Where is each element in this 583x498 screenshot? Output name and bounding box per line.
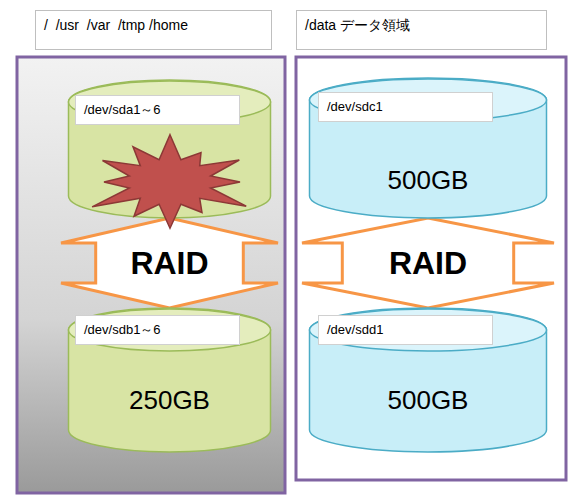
device-name: /dev/sdb1～6 <box>75 315 240 345</box>
disk-size: 500GB <box>308 385 548 415</box>
mount-text: /data データ領域 <box>305 16 538 34</box>
failure-burst <box>92 135 246 229</box>
device-name: /dev/sdd1 <box>318 315 493 345</box>
mount-label-box: / /usr /var /tmp /home <box>35 10 272 50</box>
cylinder-top <box>310 309 547 351</box>
disk-size: 500GB <box>308 165 548 195</box>
raid-double-arrow <box>61 218 278 308</box>
raid-label: RAID <box>128 245 210 281</box>
server-panel <box>17 57 285 493</box>
mount-label-box: /data データ領域 <box>296 10 547 50</box>
cylinder-top <box>69 309 271 351</box>
disk-cylinder: /dev/sda1～6 <box>67 80 272 218</box>
data-panel <box>296 57 566 480</box>
device-name: /dev/sdc1 <box>318 92 493 122</box>
cylinder-top <box>310 79 547 121</box>
disk-cylinder: /dev/sdd1 500GB <box>308 308 548 452</box>
disk-size: 250GB <box>67 385 272 415</box>
disk-cylinder: /dev/sdc1 500GB <box>308 78 548 218</box>
disk-cylinder: /dev/sdb1～6 250GB <box>67 308 272 452</box>
cylinder-body <box>310 78 547 218</box>
cylinder-body <box>310 308 547 452</box>
cylinder-body <box>69 308 271 452</box>
device-name: /dev/sda1～6 <box>75 95 240 125</box>
raid-double-arrow <box>302 218 554 308</box>
mount-text: / /usr /var /tmp /home <box>44 16 263 34</box>
raid-label: RAID <box>387 245 469 281</box>
